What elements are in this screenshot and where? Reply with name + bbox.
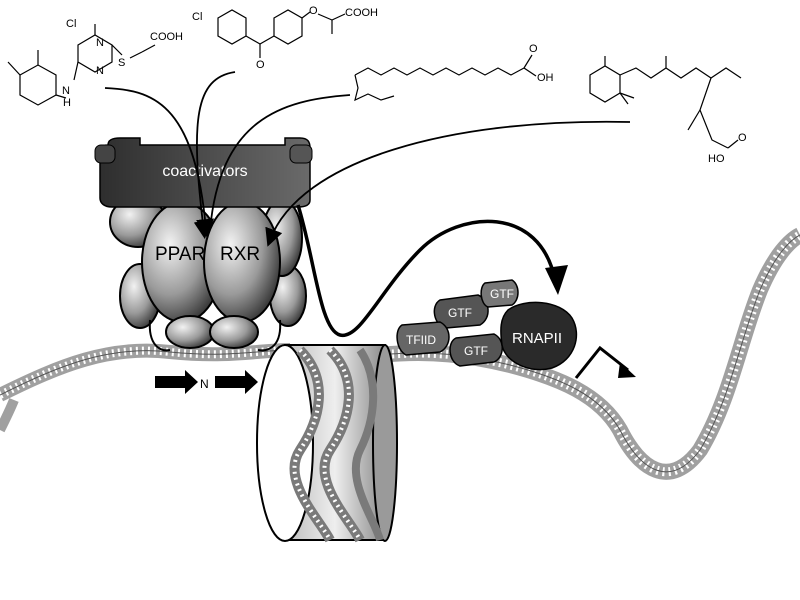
gtf-bottom-label: GTF xyxy=(464,344,488,358)
response-element-arrow-right xyxy=(215,370,258,394)
fa-o: O xyxy=(529,43,538,55)
molecule-fenofibric-text: Cl O O COOH xyxy=(192,5,378,71)
response-element-arrow-left xyxy=(155,370,198,394)
feno-cl: Cl xyxy=(192,11,202,23)
tfiid-label: TFIID xyxy=(406,333,436,347)
ligand-arrow-2 xyxy=(193,71,236,240)
ligand-arrow-4 xyxy=(265,120,631,247)
ppar-label: PPAR xyxy=(155,244,205,265)
rnapii-label: RNAPII xyxy=(512,330,562,347)
wy-s: S xyxy=(118,57,125,69)
receptor-complex: PPAR RXR xyxy=(109,196,307,352)
wy-n1: N xyxy=(96,37,104,49)
transcription-start-arrow xyxy=(574,345,629,379)
rxr-label: RXR xyxy=(220,244,260,265)
activation-loop-arrowhead xyxy=(545,265,568,295)
transcription-machinery: GTF GTF TFIID GTF RNAPII xyxy=(396,279,578,371)
wy-h: H xyxy=(63,97,71,109)
wy-n2: N xyxy=(96,65,104,77)
molecule-retinoic xyxy=(589,56,742,149)
ligand-arrow-1 xyxy=(104,87,215,238)
transcription-start-arrowhead xyxy=(618,362,636,378)
wy-acid: COOH xyxy=(150,31,183,43)
feno-o-ketone: O xyxy=(256,59,265,71)
ligand-arrows xyxy=(104,71,631,247)
nucleosome xyxy=(256,344,398,543)
gtf-left-label: GTF xyxy=(448,306,472,320)
dna-strand-right xyxy=(379,227,800,480)
feno-o-ether: O xyxy=(309,5,318,17)
tfiid-blob xyxy=(396,321,450,356)
molecule-fatty-acid xyxy=(354,54,537,102)
rxr-dbd xyxy=(209,315,259,349)
rnapii-blob xyxy=(500,301,578,371)
dna-strand-left xyxy=(0,343,291,433)
gtf-top-blob xyxy=(480,279,519,308)
gtf-bottom-blob xyxy=(449,333,503,367)
ra-o: O xyxy=(738,132,747,144)
ra-oh: HO xyxy=(708,153,725,165)
ppar-dbd xyxy=(165,315,215,349)
feno-acid: COOH xyxy=(345,7,378,19)
molecule-wy14643 xyxy=(7,24,156,106)
response-element-n-label: N xyxy=(200,377,209,391)
molecule-retinoic-text: HO O xyxy=(708,132,747,165)
ligand-arrow-3 xyxy=(209,94,351,231)
gtf-top-label: GTF xyxy=(490,287,514,301)
molecule-fenofibric xyxy=(217,9,346,58)
wy-cl: Cl xyxy=(66,18,76,30)
wy-nh: N xyxy=(62,85,70,97)
molecule-fatty-acid-text: O OH xyxy=(529,43,554,84)
activation-loop xyxy=(296,204,557,337)
coactivators-label: coactivators xyxy=(162,163,247,180)
response-element: N xyxy=(155,370,258,394)
fa-oh: OH xyxy=(537,72,554,84)
coactivators: coactivators xyxy=(94,137,313,208)
molecule-wy14643-text: Cl N N N H S COOH xyxy=(62,18,183,109)
